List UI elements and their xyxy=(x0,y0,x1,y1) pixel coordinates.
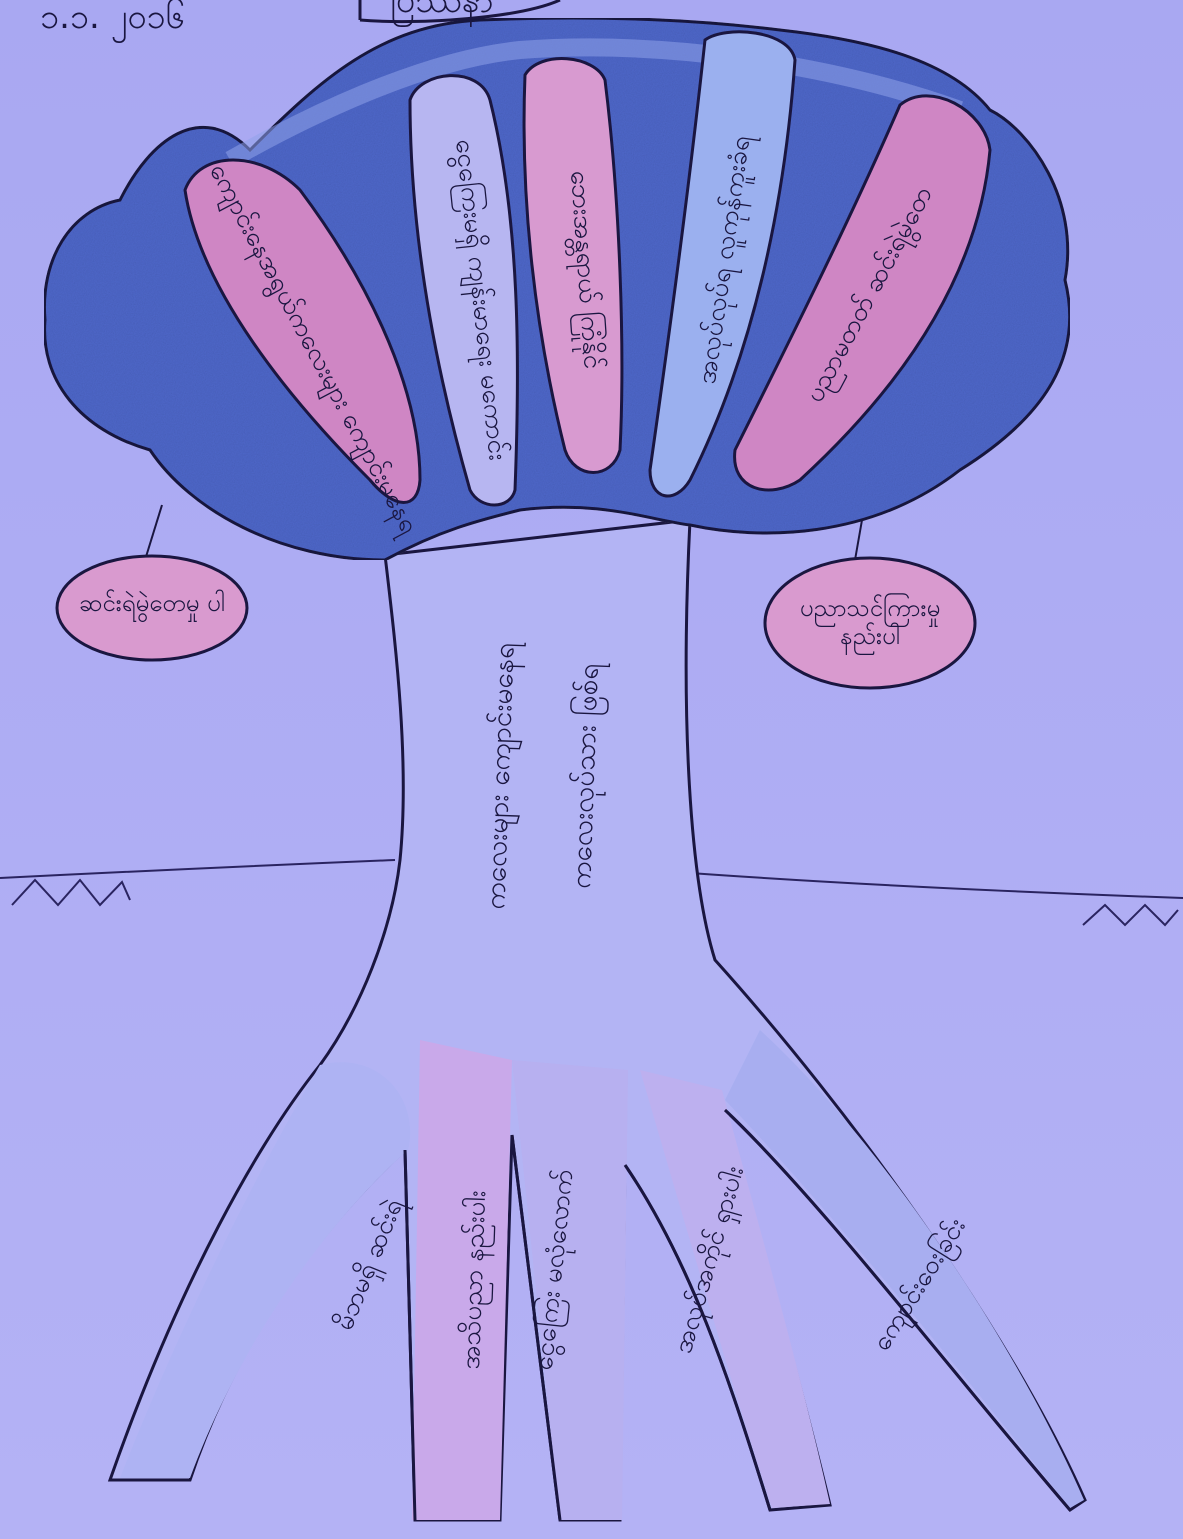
title-box-fragment xyxy=(358,0,561,24)
root-lane-2 xyxy=(412,1040,512,1520)
fruit-label-left: ဆင်းရဲမွဲတေမှု ပါ xyxy=(79,589,225,617)
fruit-label-right: ပညာသင်ကြားမှု နည်းပါ xyxy=(799,594,941,650)
grass-left xyxy=(11,878,131,907)
title-label: ပြဿနာ xyxy=(390,0,494,21)
grass-right xyxy=(1082,903,1179,927)
root-lane-4 xyxy=(640,1070,830,1508)
crown-highlight xyxy=(225,38,964,168)
root-lane-3 xyxy=(512,1060,628,1520)
fruit-shapes xyxy=(55,504,977,690)
date-label: ၁.၁. ၂၀၁၆ xyxy=(40,0,185,37)
root-lane-5 xyxy=(725,1030,1084,1508)
root-outlines xyxy=(403,1108,1072,1521)
ground-line-left xyxy=(0,859,396,879)
root-lane-1 xyxy=(120,1062,411,1478)
leaf-shapes xyxy=(183,30,992,507)
ground-line-right xyxy=(689,872,1183,899)
